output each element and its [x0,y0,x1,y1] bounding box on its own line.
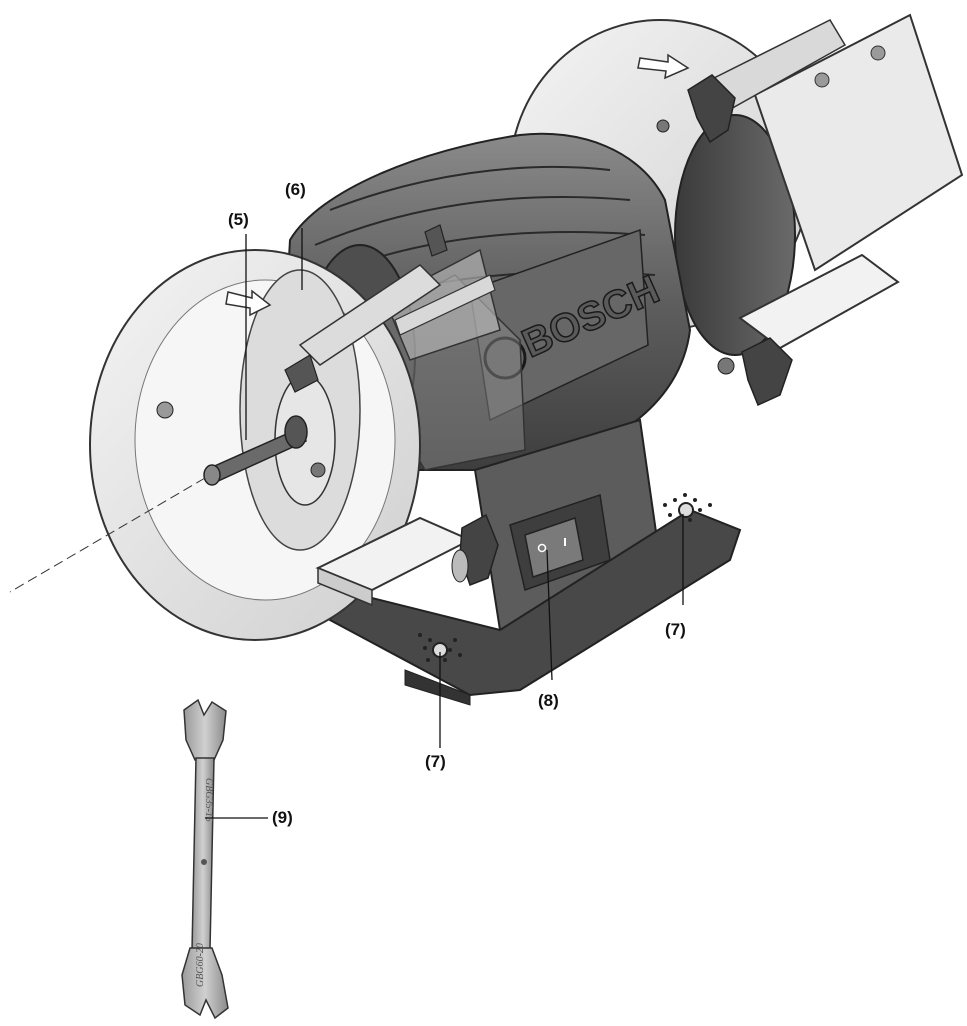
base-perforations-right [663,493,712,522]
rotation-arrow-right [637,53,690,80]
right-tool-rest [738,253,900,350]
wrench-hole [201,859,207,865]
left-spark-shield-arm [284,354,319,393]
callout-8: (8) [538,691,559,710]
callout-6: (6) [285,180,306,199]
mounting-hole-right [678,502,694,518]
left-wheel-assembly [9,249,499,641]
wrench-engraving-bottom: GBG60-20 [195,943,206,987]
on-off-switch [524,517,584,578]
motor-rib-1 [329,166,611,211]
spindle-axis-line [9,477,206,593]
switch-off-symbol [537,543,547,553]
rotation-arrow-left [225,289,272,317]
callout-7-left: (7) [425,752,446,771]
base-foot-left [404,669,471,706]
right-spark-shield [753,13,964,272]
callout-5: (5) [228,210,249,229]
right-guard-bolt-top [656,119,670,133]
eye-shield-bar [394,274,496,336]
callout-7-right: (7) [665,620,686,639]
spindle-tip [203,464,221,486]
wrench-tool: GBG35-15 GBG60-20 [181,698,229,1020]
left-knob-washer [451,549,469,583]
right-guard-bolt [717,357,735,375]
wrench-bottom-jaw [181,947,229,1020]
left-spark-shield [298,264,442,366]
wrench-engraving-top: GBG35-15 [203,778,214,822]
callout-9: (9) [272,808,293,827]
leader-8 [546,549,553,681]
brand-logo-ring [483,336,527,380]
brand-panel [469,228,649,422]
left-guard-bolt-lower [310,462,326,478]
grinder-base [328,418,742,706]
left-tool-rest-front [317,566,373,607]
right-clamp-knob-top [687,74,736,144]
leader-lines [205,228,684,819]
spindle-nut [284,415,308,449]
base-perforations-left [418,633,462,662]
right-shield-screw-1 [814,72,830,88]
motor-rib-2 [314,196,631,246]
left-guard-bolt [156,401,174,419]
right-clamp-knob-bottom [741,337,793,407]
right-shield-screw-2 [870,45,886,61]
right-grinding-wheel [674,114,796,356]
top-clip [424,224,448,257]
wrench-top-jaw [183,698,227,761]
